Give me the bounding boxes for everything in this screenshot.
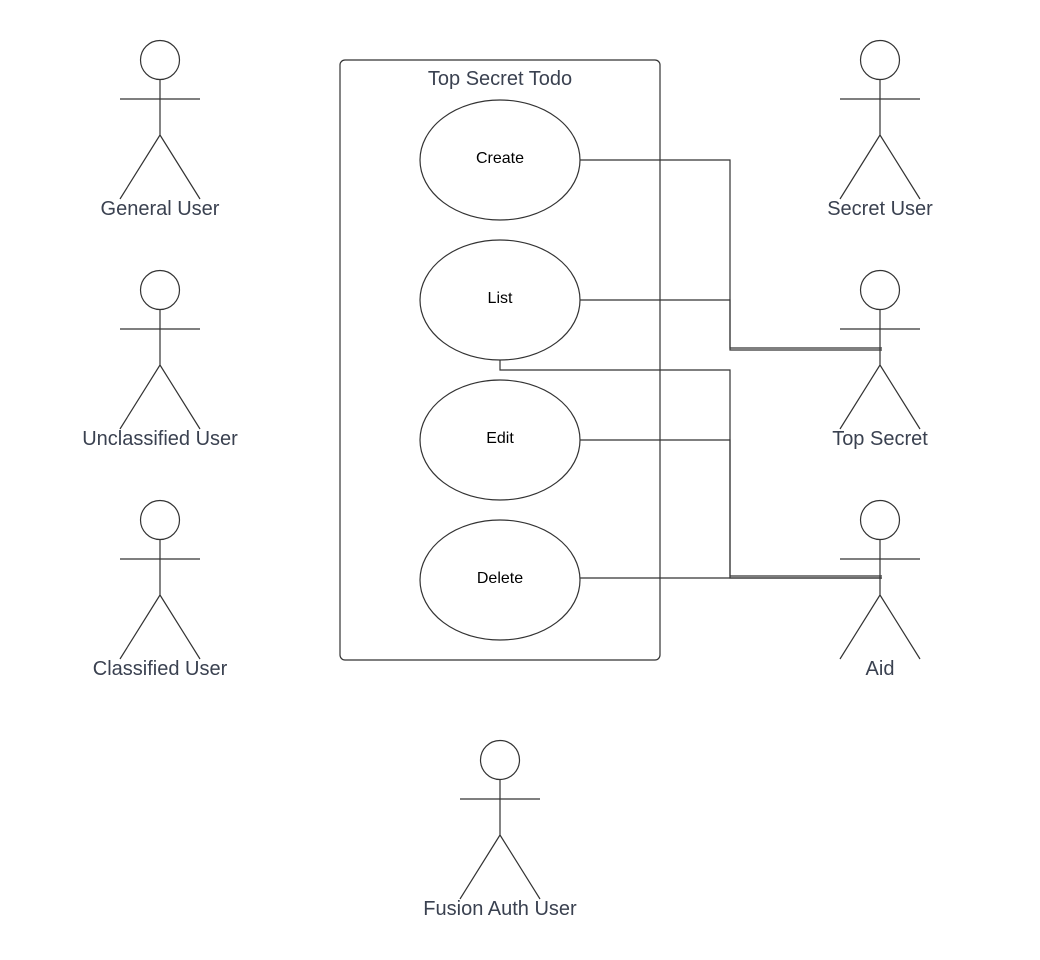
system-boundary[interactable]: Top Secret Todo: [339, 59, 661, 661]
use-case-edit[interactable]: Edit: [419, 379, 581, 501]
actor-head: [859, 39, 901, 81]
use-case-list[interactable]: List: [419, 239, 581, 361]
actor-fusion-auth-user[interactable]: Fusion Auth User: [423, 739, 577, 921]
connectors: [499, 159, 882, 579]
actor-aid-label: Aid: [866, 658, 895, 680]
actor-body: [839, 79, 921, 200]
actor-head: [139, 269, 181, 311]
actor-general-user[interactable]: General User: [101, 39, 220, 221]
actor-head: [139, 499, 181, 541]
connector-list-top-secret[interactable]: [580, 299, 882, 351]
actor-general-user-label: General User: [101, 198, 220, 220]
use-case-delete[interactable]: Delete: [419, 519, 581, 641]
actor-body: [119, 309, 201, 430]
actor-body: [839, 309, 921, 430]
actor-body: [119, 539, 201, 660]
use-case-edit-label: Edit: [486, 430, 514, 447]
actor-top-secret-label: Top Secret: [832, 428, 928, 450]
actor-body: [119, 79, 201, 200]
use-case-create[interactable]: Create: [419, 99, 581, 221]
use-case-edit-ellipse: [419, 379, 581, 501]
actor-head: [859, 499, 901, 541]
actor-body: [839, 539, 921, 660]
use-case-list-ellipse: [419, 239, 581, 361]
actor-secret-user-label: Secret User: [827, 198, 933, 220]
actor-body: [459, 779, 541, 900]
connector-edit-aid[interactable]: [580, 439, 882, 577]
use-case-delete-ellipse: [419, 519, 581, 641]
actor-head: [139, 39, 181, 81]
actor-unclassified-user-label: Unclassified User: [82, 428, 238, 450]
system-boundary-box: [339, 59, 661, 661]
actor-aid[interactable]: Aid: [839, 499, 921, 681]
use-case-create-ellipse: [419, 99, 581, 221]
actor-secret-user[interactable]: Secret User: [827, 39, 933, 221]
use-case-create-label: Create: [476, 150, 524, 167]
use-case-delete-label: Delete: [477, 570, 523, 587]
actor-head: [479, 739, 521, 781]
connector-create-top-secret[interactable]: [580, 159, 882, 349]
actor-top-secret[interactable]: Top Secret: [832, 269, 928, 451]
actor-head: [859, 269, 901, 311]
use-case-list-label: List: [488, 290, 513, 307]
actor-unclassified-user[interactable]: Unclassified User: [82, 269, 238, 451]
actor-classified-user-label: Classified User: [93, 658, 228, 680]
actor-classified-user[interactable]: Classified User: [93, 499, 228, 681]
system-boundary-title: Top Secret Todo: [428, 68, 572, 90]
actor-fusion-auth-user-label: Fusion Auth User: [423, 898, 577, 920]
